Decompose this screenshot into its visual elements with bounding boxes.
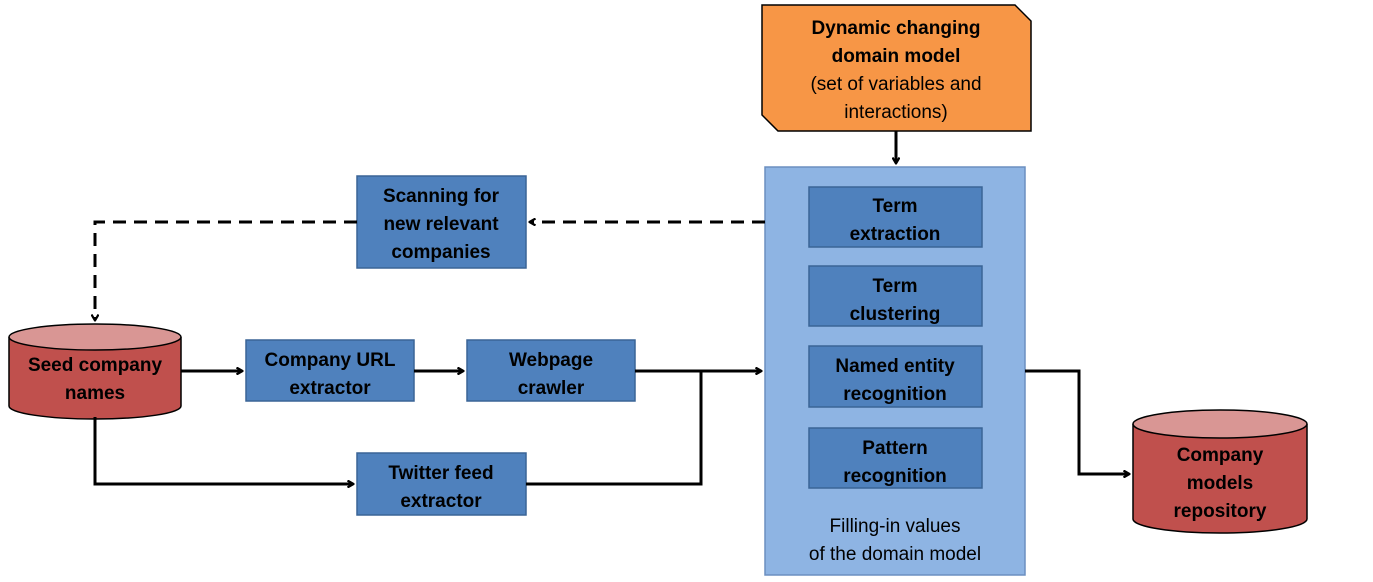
seed-company-db: Seed company names — [8, 323, 182, 420]
scanning-label-line2: new relevant — [383, 214, 499, 235]
company-url-extractor-box: Company URL extractor — [245, 339, 415, 402]
webpage-crawler-box: Webpage crawler — [466, 339, 636, 402]
term-extraction-box: Term extraction — [808, 186, 983, 248]
company-models-repository-db: Company models repository — [1132, 409, 1308, 534]
domain-model-title-line2: domain model — [832, 46, 961, 67]
ner-label-line2: recognition — [843, 384, 946, 405]
url-extractor-label-line2: extractor — [289, 378, 371, 399]
pattern-recognition-box: Pattern recognition — [808, 427, 983, 489]
crawler-label-line2: crawler — [518, 378, 585, 399]
scanning-box: Scanning for new relevant companies — [356, 175, 527, 269]
term-clustering-label-line1: Term — [872, 276, 917, 297]
arrow-panel-to-repository — [1025, 369, 1129, 474]
repository-label-line1: Company — [1177, 445, 1264, 466]
domain-model-subtitle-line1: (set of variables and — [810, 74, 981, 95]
line-twitter-to-panel — [526, 371, 703, 486]
crawler-label-line1: Webpage — [509, 350, 593, 371]
named-entity-recognition-box: Named entity recognition — [808, 345, 983, 408]
repository-label-line3: repository — [1174, 501, 1267, 522]
term-extraction-label-line1: Term — [872, 196, 917, 217]
processing-panel: Term extraction Term clustering Named en… — [764, 166, 1026, 576]
ner-label-line1: Named entity — [835, 356, 955, 377]
domain-model-subtitle-line2: interactions) — [844, 102, 948, 123]
twitter-label-line1: Twitter feed — [388, 463, 493, 484]
domain-model-shape: Dynamic changing domain model (set of va… — [761, 4, 1032, 132]
seed-db-label-line2: names — [65, 383, 125, 404]
url-extractor-label-line1: Company URL — [265, 350, 396, 371]
arrow-seed-to-twitter — [93, 417, 353, 484]
twitter-feed-extractor-box: Twitter feed extractor — [356, 452, 527, 516]
panel-caption-line1: Filling-in values — [830, 516, 961, 537]
scanning-label-line1: Scanning for — [383, 186, 500, 207]
scanning-label-line3: companies — [391, 242, 490, 263]
term-extraction-label-line2: extraction — [850, 224, 941, 245]
panel-caption-line2: of the domain model — [809, 544, 981, 565]
domain-model-title-line1: Dynamic changing — [812, 18, 981, 39]
pattern-label-line1: Pattern — [862, 438, 927, 459]
connectors — [95, 131, 1129, 484]
seed-db-label-line1: Seed company — [28, 355, 163, 376]
twitter-label-line2: extractor — [400, 491, 482, 512]
pattern-label-line2: recognition — [843, 466, 946, 487]
term-clustering-box: Term clustering — [808, 265, 983, 327]
repository-label-line2: models — [1187, 473, 1254, 494]
arrow-scanning-to-seed — [95, 220, 357, 320]
term-clustering-label-line2: clustering — [850, 304, 941, 325]
